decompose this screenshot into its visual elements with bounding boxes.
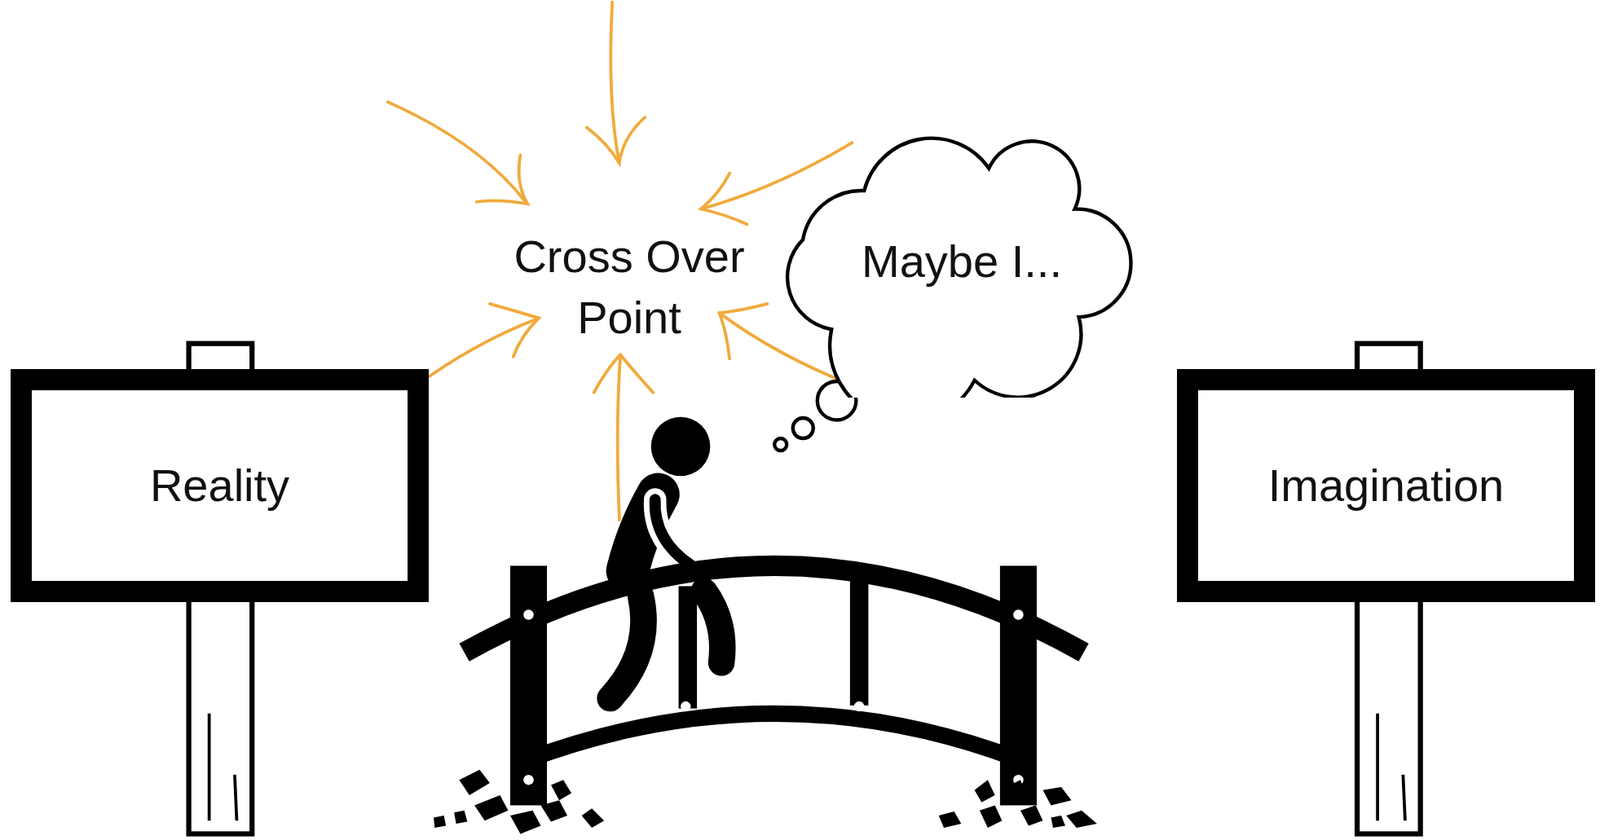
node-text: Maybe I... — [861, 233, 1063, 289]
crossover-label: Cross Over Point — [482, 225, 776, 349]
person-figure — [610, 417, 723, 699]
thought-cloud: Maybe I... — [770, 125, 1154, 398]
bridge — [433, 565, 1098, 834]
imagination-sign: Imagination — [1176, 369, 1596, 603]
reality-sign: Reality — [10, 369, 429, 603]
node-text: Imagination — [1268, 458, 1505, 513]
node-text: Reality — [149, 458, 290, 513]
